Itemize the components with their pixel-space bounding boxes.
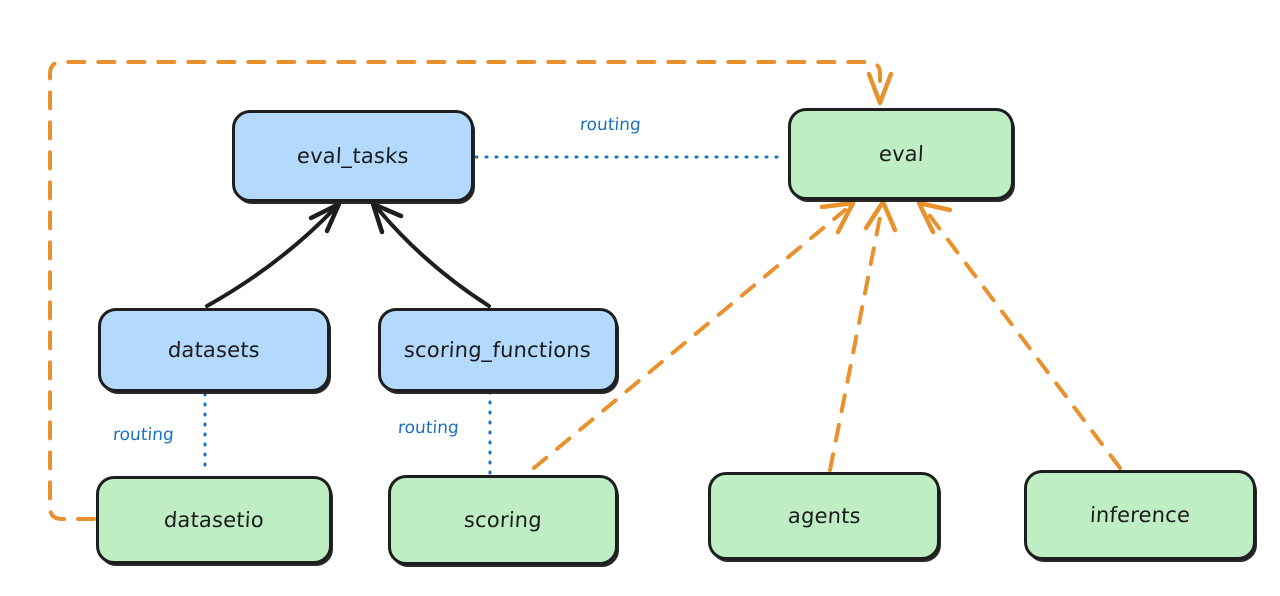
edge-inference-to-eval-arrowhead: [916, 200, 953, 235]
edge-scoring_functions-to-eval_tasks-arrowhead: [370, 201, 404, 235]
node-label-datasetio: datasetio: [163, 508, 265, 532]
node-label-agents: agents: [786, 504, 862, 528]
node-scoring-functions[interactable]: scoring_functions: [378, 308, 618, 392]
node-eval[interactable]: eval: [788, 108, 1014, 200]
edge-label-routing-datasets-datasetio: routing: [112, 425, 175, 445]
node-label-eval: eval: [877, 142, 925, 166]
edge-scoring_functions-to-eval_tasks: [376, 207, 491, 308]
node-scoring[interactable]: scoring: [388, 475, 618, 565]
edge-scoring-to-eval-arrowhead: [819, 200, 856, 235]
edge-inference-to-eval: [925, 210, 1122, 470]
node-label-inference: inference: [1089, 503, 1191, 527]
edge-datasets-to-eval_tasks-arrowhead: [308, 201, 342, 234]
node-eval-tasks[interactable]: eval_tasks: [232, 110, 474, 202]
node-datasets[interactable]: datasets: [98, 308, 330, 392]
node-label-datasets: datasets: [167, 338, 261, 362]
edge-label-routing-scoring-functions-scoring: routing: [397, 418, 460, 438]
edge-agents-to-eval-arrowhead: [863, 199, 898, 233]
node-label-scoring-functions: scoring_functions: [403, 338, 593, 362]
edge-label-routing-eval-tasks-eval: routing: [579, 115, 642, 135]
edge-agents-to-eval: [828, 210, 883, 472]
node-label-eval-tasks: eval_tasks: [296, 144, 410, 168]
node-inference[interactable]: inference: [1024, 470, 1256, 560]
dependency-edges: [205, 201, 491, 308]
node-datasetio[interactable]: datasetio: [96, 476, 332, 564]
node-agents[interactable]: agents: [708, 472, 940, 560]
edge-datasetio-to-eval-arrowhead: [866, 71, 894, 106]
edge-datasets-to-eval_tasks: [205, 207, 336, 308]
node-label-scoring: scoring: [463, 508, 543, 532]
